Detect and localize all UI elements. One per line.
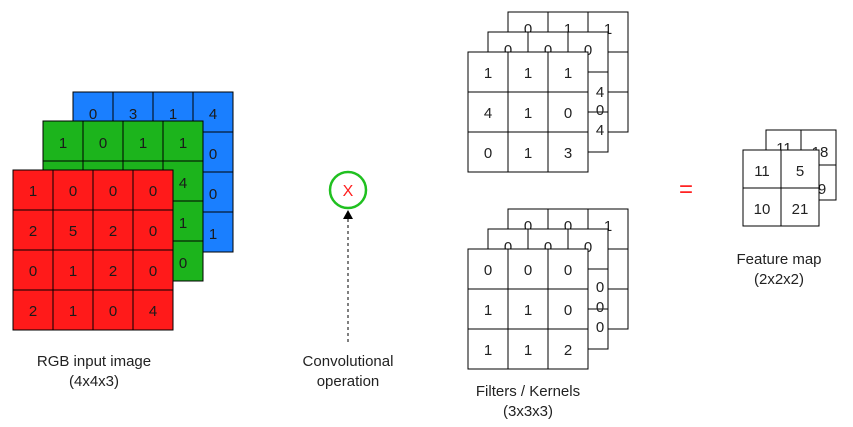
red-channel: 1 0 0 0 2 5 2 0 0 1 2 0 2 1 0 4	[12, 169, 174, 331]
blue-cell: 1	[209, 226, 217, 243]
filter-cell: 1	[484, 65, 492, 82]
green-cell: 0	[179, 255, 187, 272]
blue-cell: 3	[129, 106, 137, 123]
filter-cell: 1	[484, 342, 492, 359]
filter-cell: 0	[484, 262, 492, 279]
operation-caption: Convolutional operation	[282, 352, 414, 392]
filter-cell: 0	[504, 239, 512, 256]
feature-map-label-line1: Feature map	[736, 251, 822, 268]
operator-symbol: X	[343, 183, 354, 200]
green-cell: 1	[179, 135, 187, 152]
red-cell: 0	[29, 263, 37, 280]
filter-cell: 0	[524, 21, 532, 38]
filter-cell: 0	[564, 262, 572, 279]
red-cell: 1	[29, 183, 37, 200]
input-caption: RGB input image (4x4x3)	[10, 352, 178, 392]
filter-cell: 1	[524, 105, 532, 122]
green-cell: 1	[179, 215, 187, 232]
filter-cell: 0	[596, 279, 604, 296]
red-cell: 2	[109, 263, 117, 280]
green-cell: 0	[99, 135, 107, 152]
red-cell: 0	[109, 303, 117, 320]
filter-cell: 0	[484, 145, 492, 162]
filter-1: 0 1 1 0 0 0 4 0 4 1 1 1 4 1 0 0 1 3	[467, 11, 629, 173]
filter-cell: 1	[524, 65, 532, 82]
feature-cell: 21	[792, 201, 809, 218]
green-cell: 1	[139, 135, 147, 152]
filters-label-line2: (3x3x3)	[502, 403, 554, 420]
filter-cell: 0	[564, 302, 572, 319]
arrow-head	[343, 210, 353, 219]
filter-2: 0 0 1 0 0 0 0 0 0 0 0 0 1 1 0 1 1 2	[467, 208, 629, 370]
operation-label-line1: Convolutional	[302, 353, 394, 370]
filter-cell: 0	[596, 319, 604, 336]
input-dims: (4x4x3)	[68, 373, 120, 390]
filter-cell: 0	[524, 262, 532, 279]
convolution-operator: X	[328, 170, 368, 342]
red-cell: 1	[69, 263, 77, 280]
green-cell: 4	[179, 175, 187, 192]
feature-map: 11 18 9 11 5 10 21	[742, 129, 837, 227]
feature-map-front: 11 5 10 21	[742, 149, 820, 227]
filters-label-line1: Filters / Kernels	[475, 383, 581, 400]
blue-cell: 1	[169, 106, 177, 123]
red-cell: 5	[69, 223, 77, 240]
filter-cell: 1	[484, 302, 492, 319]
feature-cell: 11	[754, 163, 770, 180]
filter-cell: 4	[596, 84, 604, 101]
filter-cell: 4	[484, 105, 492, 122]
filter-cell: 1	[604, 218, 612, 235]
filter-cell: 0	[564, 218, 572, 235]
filter-cell: 1	[524, 145, 532, 162]
filter-cell: 1	[564, 65, 572, 82]
red-cell: 0	[69, 183, 77, 200]
filter-1-front: 1 1 1 4 1 0 0 1 3	[467, 51, 589, 173]
green-cell: 1	[59, 135, 67, 152]
red-cell: 0	[149, 183, 157, 200]
equals-sign: =	[679, 176, 693, 203]
blue-cell: 0	[209, 186, 217, 203]
filter-cell: 1	[524, 342, 532, 359]
filter-cell: 1	[564, 21, 572, 38]
filter-cell: 0	[596, 299, 604, 316]
red-cell: 2	[29, 223, 37, 240]
blue-cell: 4	[209, 106, 217, 123]
operator-circle	[328, 170, 368, 210]
input-label: RGB input image	[36, 353, 152, 370]
red-cell: 0	[149, 263, 157, 280]
filter-cell: 0	[564, 105, 572, 122]
filter-cell: 0	[596, 102, 604, 119]
red-cell: 4	[149, 303, 157, 320]
filter-cell: 0	[504, 42, 512, 59]
filters-caption: Filters / Kernels (3x3x3)	[450, 382, 606, 422]
blue-cell: 0	[89, 106, 97, 123]
feature-cell: 5	[796, 163, 804, 180]
filter-cell: 0	[584, 239, 592, 256]
red-cell: 0	[109, 183, 117, 200]
filter-cell: 2	[564, 342, 572, 359]
filter-cell: 0	[544, 42, 552, 59]
feature-map-caption: Feature map (2x2x2)	[724, 250, 834, 290]
blue-cell: 0	[209, 146, 217, 163]
filter-cell: 1	[604, 21, 612, 38]
filter-cell: 4	[596, 122, 604, 139]
red-cell: 2	[29, 303, 37, 320]
filter-cell: 3	[564, 145, 572, 162]
filter-cell: 1	[524, 302, 532, 319]
feature-map-label-line2: (2x2x2)	[753, 271, 805, 288]
filter-2-front: 0 0 0 1 1 0 1 1 2	[467, 248, 589, 370]
feature-cell: 10	[754, 201, 771, 218]
operation-label-line2: operation	[316, 373, 380, 390]
filter-cell: 0	[544, 239, 552, 256]
red-cell: 1	[69, 303, 77, 320]
filter-cell: 0	[524, 218, 532, 235]
red-cell: 0	[149, 223, 157, 240]
filter-cell: 0	[584, 42, 592, 59]
red-cell: 2	[109, 223, 117, 240]
feature-cell: 9	[818, 181, 826, 198]
